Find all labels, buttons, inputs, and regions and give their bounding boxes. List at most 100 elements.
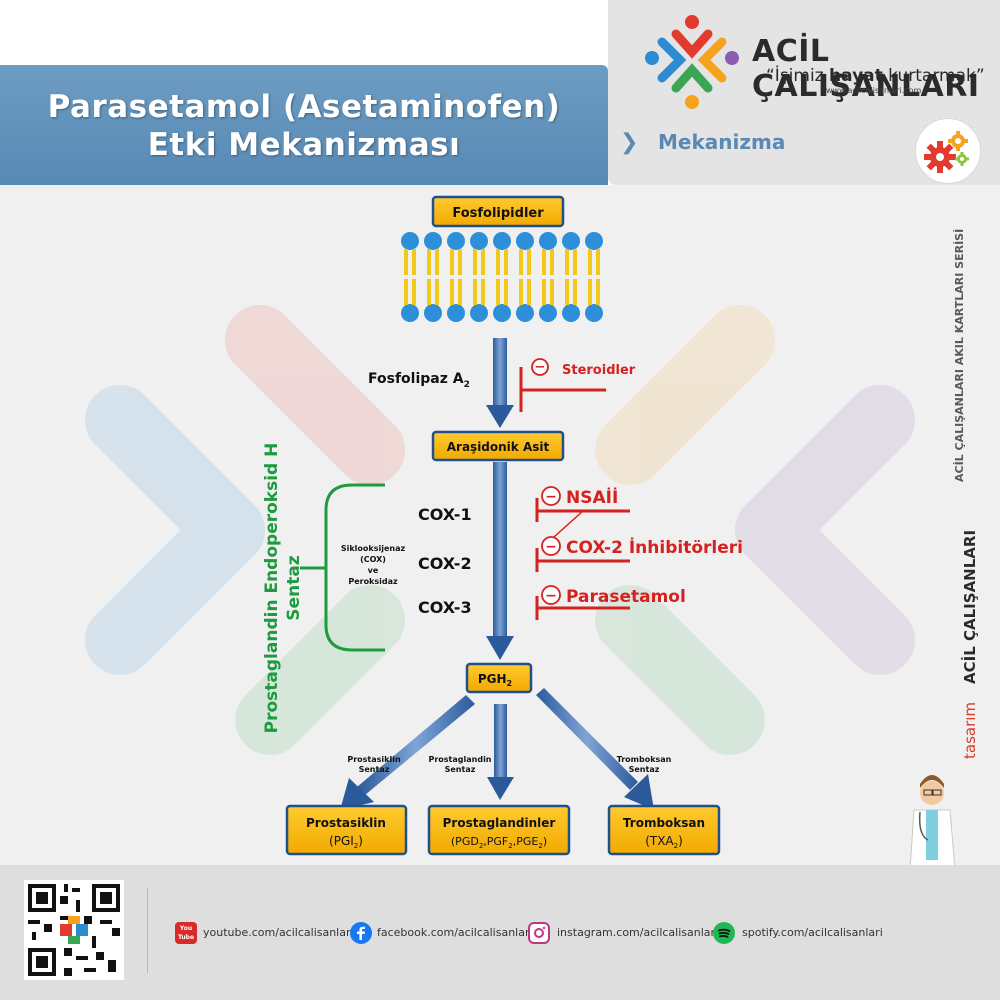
- branch-left-label-2: Sentaz: [359, 765, 390, 774]
- svg-text:Prostaglandin Endoperoksid H: Prostaglandin Endoperoksid H: [262, 443, 282, 734]
- brand-url: www.acilcalisanlari.com: [826, 86, 922, 95]
- synthase-label: Prostaglandin Endoperoksid H Sentaz: [262, 443, 304, 734]
- youtube-icon[interactable]: You Tube: [175, 922, 197, 944]
- spotify-icon[interactable]: [713, 922, 735, 944]
- lipid-molecule-top: [401, 232, 419, 275]
- arrow-pla2: [486, 338, 514, 428]
- arachidonic-acid-label: Araşidonik Asit: [447, 440, 550, 454]
- lipid-molecule-top: [493, 232, 511, 275]
- branch-mid-label-2: Sentaz: [445, 765, 476, 774]
- svg-text:Siklooksijenaz: Siklooksijenaz: [341, 544, 406, 553]
- brand-slogan-start: “İşimiz: [766, 66, 830, 86]
- design-credit: tasarım ACİL ÇALIŞANLARI: [961, 530, 979, 759]
- inhibition-paracetamol: − Parasetamol: [535, 585, 686, 620]
- inhibitor-cox2-label: COX-2 İnhibitörleri: [566, 536, 743, 558]
- section-label: Mekanizma: [658, 130, 786, 154]
- cox3-label: COX-3: [418, 598, 472, 617]
- brand-slogan-end: kurtarmak”: [882, 66, 985, 86]
- product-thromboxane-box: Tromboksan (TXA2): [607, 804, 721, 856]
- product-prostaglandins-name: Prostaglandinler: [443, 816, 556, 830]
- minus-icon: −: [545, 539, 557, 555]
- enzyme-pla2-label: Fosfolipaz A2: [368, 371, 470, 390]
- page-title-line-1: Parasetamol (Asetaminofen): [47, 89, 561, 125]
- page-title-line-2: Etki Mekanizması: [147, 127, 461, 163]
- lipid-molecule-bottom: [493, 279, 511, 322]
- youtube-link[interactable]: youtube.com/acilcalisanlari: [203, 926, 354, 939]
- lipid-molecule-bottom: [539, 279, 557, 322]
- cox1-label: COX-1: [418, 505, 472, 524]
- qr-code-icon[interactable]: [24, 880, 124, 980]
- lipid-molecule-bottom: [516, 279, 534, 322]
- svg-text:ve: ve: [368, 566, 379, 575]
- inhibitor-nsaid-label: NSAİİ: [566, 486, 618, 508]
- cox-activity-label: Siklooksijenaz (COX) ve Peroksidaz: [341, 544, 406, 586]
- branch-mid-label-1: Prostaglandin: [428, 755, 491, 764]
- lipid-molecule-top: [470, 232, 488, 275]
- lipid-molecule-top: [424, 232, 442, 275]
- brand-logo-icon: [645, 15, 739, 109]
- lipid-molecule-top: [562, 232, 580, 275]
- brand-name: ACİL ÇALIŞANLARI: [752, 34, 980, 104]
- product-prostacyclin-name: Prostasiklin: [306, 816, 386, 830]
- inhibition-steroids: − Steroidler: [519, 358, 636, 412]
- arrow-cox: [486, 462, 514, 660]
- cox2-label: COX-2: [418, 554, 472, 573]
- title-panel: Parasetamol (Asetaminofen) Etki Mekanizm…: [0, 65, 608, 185]
- phospholipids-box: Fosfolipidler: [431, 195, 565, 228]
- design-brand: ACİL ÇALIŞANLARI: [961, 529, 979, 684]
- pgh2-label: PGH2: [478, 672, 512, 688]
- arrow-prostacyclin: [340, 695, 475, 810]
- footer: [0, 865, 1000, 1000]
- brand-slogan-bold: hayat: [829, 66, 883, 86]
- watermark-logo: [85, 305, 915, 755]
- series-vertical-label: ACİL ÇALIŞANLARI AKIL KARTLARI SERİSİ: [953, 228, 966, 482]
- svg-text:Sentaz: Sentaz: [284, 555, 304, 620]
- lipid-bilayer: [401, 232, 603, 322]
- facebook-link[interactable]: facebook.com/acilcalisanlari: [377, 926, 533, 939]
- lipid-molecule-top: [516, 232, 534, 275]
- lipid-molecule-bottom: [447, 279, 465, 322]
- lipid-molecule-bottom: [401, 279, 419, 322]
- branch-left-label-1: Prostasiklin: [347, 755, 401, 764]
- product-prostaglandins-formula: (PGD2,PGF2,PGE2): [451, 835, 547, 850]
- lipid-molecule-top: [585, 232, 603, 275]
- synthase-bracket: [300, 483, 385, 652]
- lipid-molecule-top: [447, 232, 465, 275]
- minus-icon: −: [535, 360, 546, 375]
- chevron-right-icon: ❯: [620, 130, 639, 155]
- phospholipids-label: Fosfolipidler: [452, 206, 544, 221]
- youtube-icon-text: You Tube: [177, 925, 195, 941]
- facebook-icon[interactable]: [350, 922, 372, 944]
- arrow-prostaglandin: [487, 704, 514, 800]
- instagram-icon[interactable]: [528, 922, 550, 944]
- brand-slogan: “İşimiz hayat kurtarmak”: [766, 66, 985, 86]
- instagram-link[interactable]: instagram.com/acilcalisanlari: [557, 926, 719, 939]
- product-prostacyclin-formula: (PGI2): [329, 834, 363, 850]
- gears-icon: [915, 118, 981, 184]
- lipid-molecule-bottom: [424, 279, 442, 322]
- lipid-molecule-top: [539, 232, 557, 275]
- lipid-molecule-bottom: [585, 279, 603, 322]
- pgh2-box: PGH2: [465, 662, 533, 694]
- arachidonic-acid-box: Araşidonik Asit: [431, 430, 565, 462]
- spotify-link[interactable]: spotify.com/acilcalisanlari: [742, 926, 883, 939]
- lipid-molecule-bottom: [562, 279, 580, 322]
- inhibition-nsaid: − NSAİİ: [535, 486, 630, 546]
- inhibition-cox2: − COX-2 İnhibitörleri: [535, 536, 743, 572]
- product-prostaglandins-box: Prostaglandinler (PGD2,PGF2,PGE2): [427, 804, 571, 856]
- lipid-molecule-bottom: [470, 279, 488, 322]
- inhibitor-steroids-label: Steroidler: [562, 363, 636, 378]
- branch-right-label-1: Tromboksan: [617, 755, 672, 764]
- svg-text:Peroksidaz: Peroksidaz: [348, 577, 398, 586]
- svg-text:(COX): (COX): [360, 555, 386, 564]
- branch-right-label-2: Sentaz: [629, 765, 660, 774]
- minus-icon: −: [545, 489, 557, 505]
- footer-divider: [147, 888, 148, 973]
- minus-icon: −: [545, 588, 557, 604]
- product-thromboxane-formula: (TXA2): [645, 834, 683, 850]
- product-thromboxane-name: Tromboksan: [623, 816, 705, 830]
- design-prefix: tasarım: [961, 701, 979, 759]
- inhibitor-paracetamol-label: Parasetamol: [566, 587, 686, 607]
- product-prostacyclin-box: Prostasiklin (PGI2): [285, 804, 408, 856]
